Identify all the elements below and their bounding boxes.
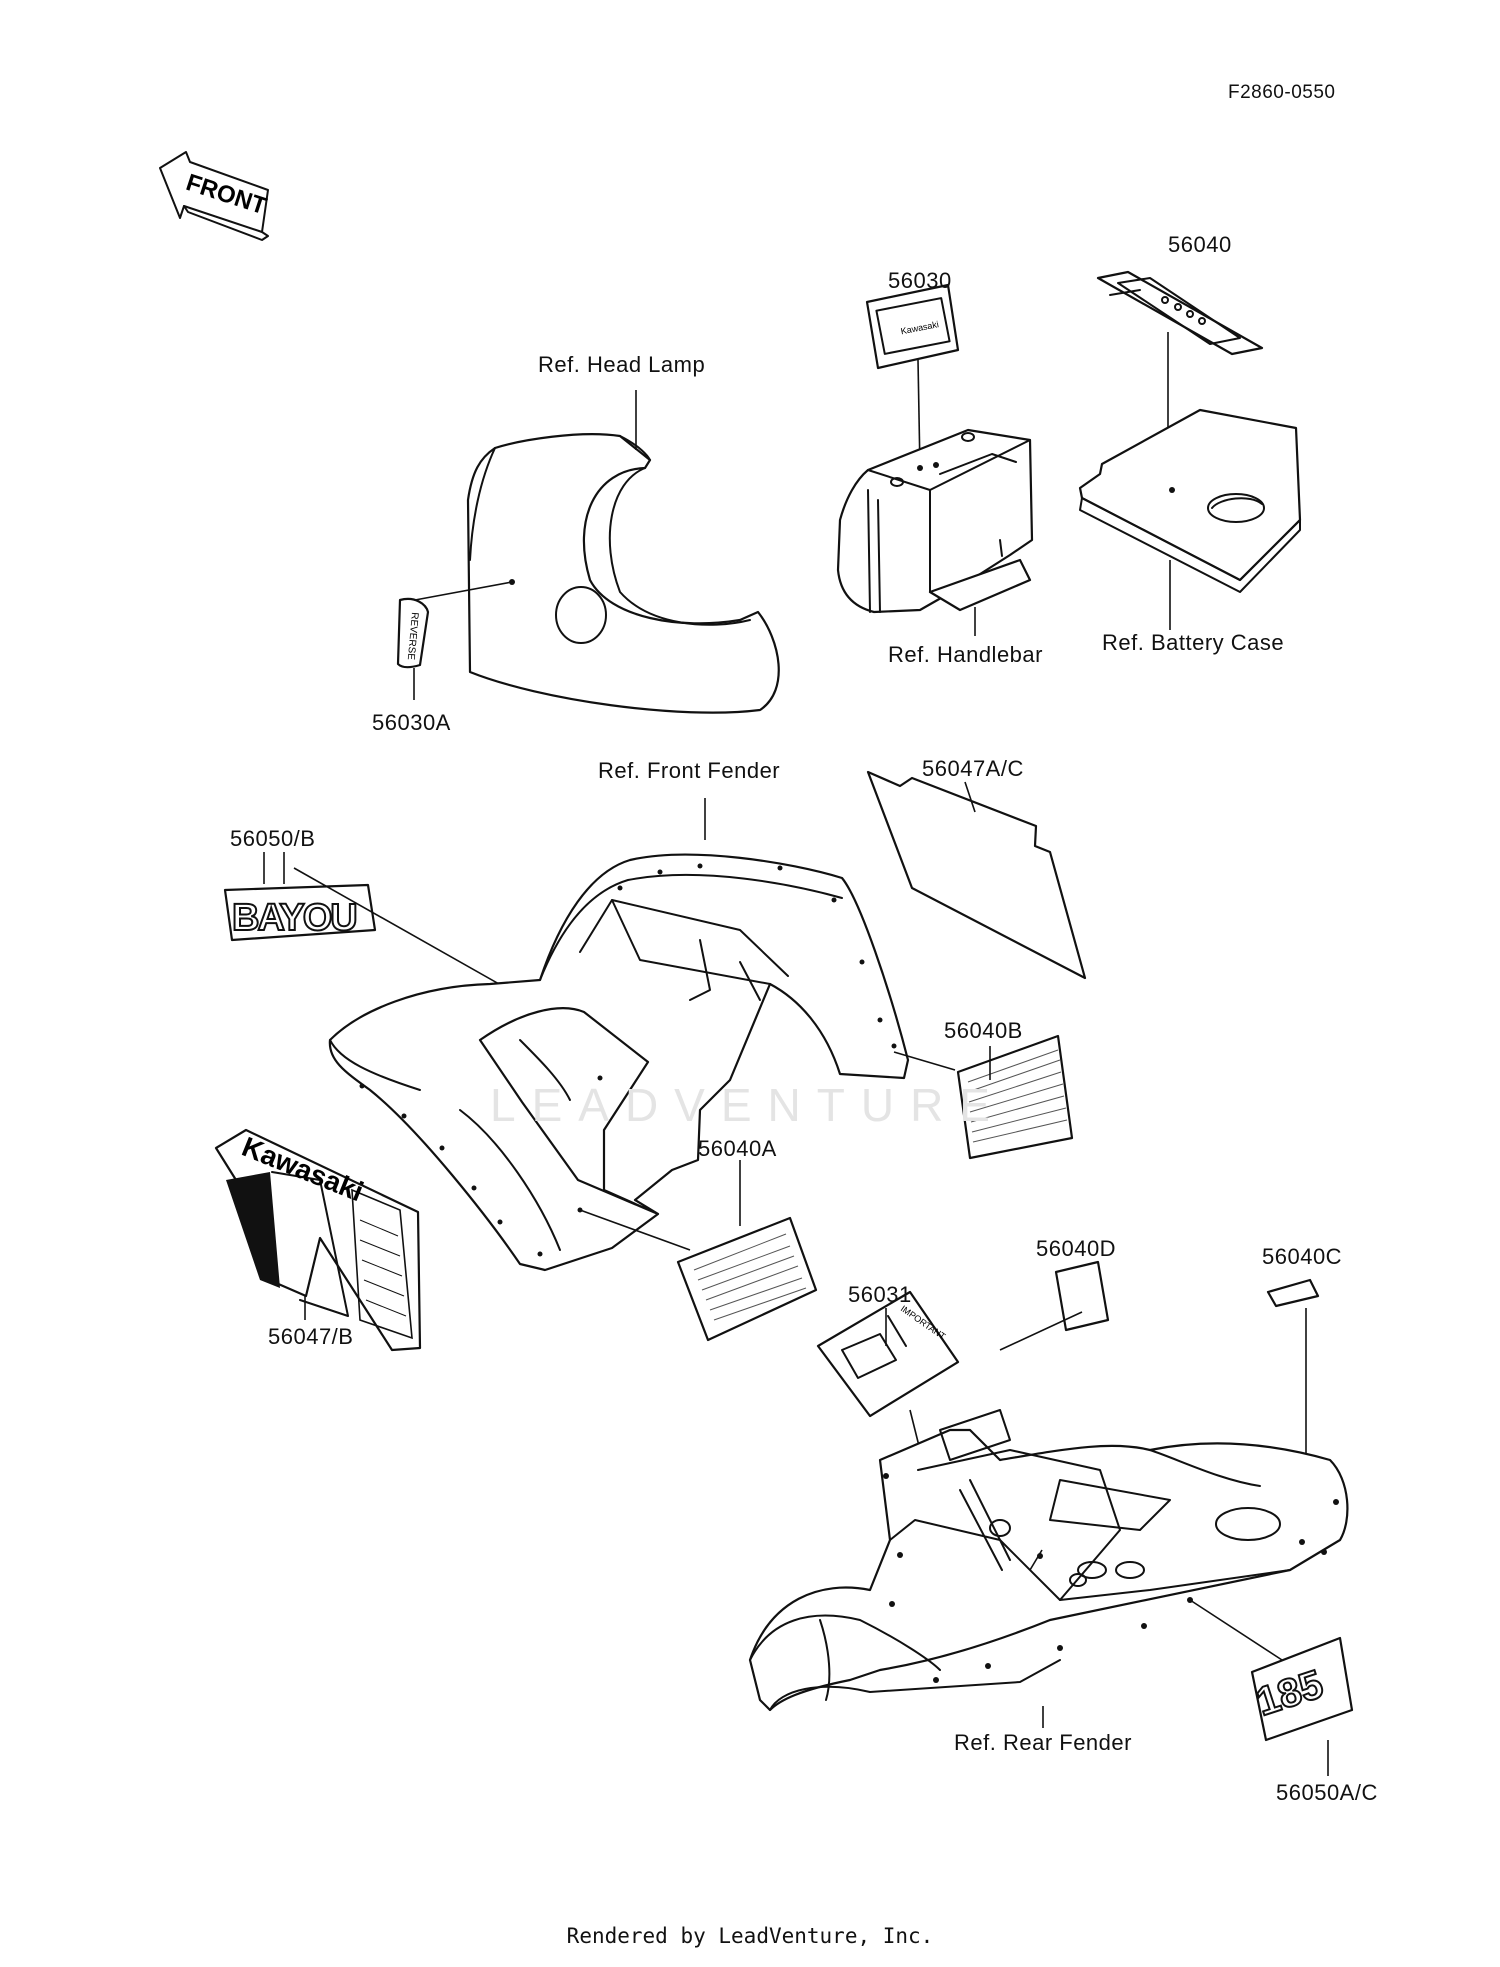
front-fender [328, 798, 956, 1272]
front-fender-holes [359, 863, 897, 1257]
label-rear-fender: Ref. Rear Fender [954, 1730, 1132, 1755]
fender-warning-decal-a [676, 1160, 818, 1342]
part-56040b: 56040B [944, 1018, 1023, 1043]
part-56050ac: 56050A/C [1276, 1780, 1378, 1805]
part-56040: 56040 [1168, 232, 1232, 257]
battery-case [1078, 408, 1302, 630]
part-56031: 56031 [848, 1282, 912, 1307]
important-decal: IMPORTANT [816, 1290, 960, 1451]
part-56040c: 56040C [1262, 1244, 1343, 1269]
part-56040a: 56040A [698, 1136, 777, 1161]
handlebar-decal: Kawasaki [865, 283, 960, 471]
head-lamp-cover [466, 390, 780, 714]
bayou-decal: BAYOU [223, 852, 546, 1011]
part-56050b: 56050/B [230, 826, 316, 851]
label-front-fender: Ref. Front Fender [598, 758, 781, 783]
label-head-lamp: Ref. Head Lamp [538, 352, 706, 377]
front-inner-decal [866, 770, 1087, 980]
label-handlebar: Ref. Handlebar [888, 642, 1043, 667]
part-56030a: 56030A [372, 710, 451, 735]
front-arrow-icon: FRONT [159, 151, 270, 241]
drawing-number: F2860-0550 [1228, 82, 1336, 103]
watermark: LEADVENTURE [490, 1079, 1006, 1131]
bayou-decal-text: BAYOU [232, 897, 356, 939]
part-56047b: 56047/B [268, 1324, 354, 1349]
label-battery-case: Ref. Battery Case [1102, 630, 1285, 655]
handlebar-cover [836, 428, 1034, 636]
part-56047ac: 56047A/C [922, 756, 1024, 781]
part-56030: 56030 [888, 268, 952, 293]
reverse-decal-text: REVERSE [405, 612, 420, 661]
kawasaki-decal: Kawasaki [214, 1128, 422, 1352]
model-number-decal: 185 [1250, 1636, 1354, 1776]
rear-fender [748, 1409, 1349, 1728]
reverse-decal: REVERSE [396, 581, 513, 700]
fender-warning-decal-b [956, 1034, 1074, 1160]
footer-credit: Rendered by LeadVenture, Inc. [566, 1924, 934, 1948]
front-arrow-label: FRONT [183, 169, 270, 220]
part-56040d: 56040D [1036, 1236, 1117, 1261]
rear-fender-decal-d [1054, 1260, 1110, 1332]
